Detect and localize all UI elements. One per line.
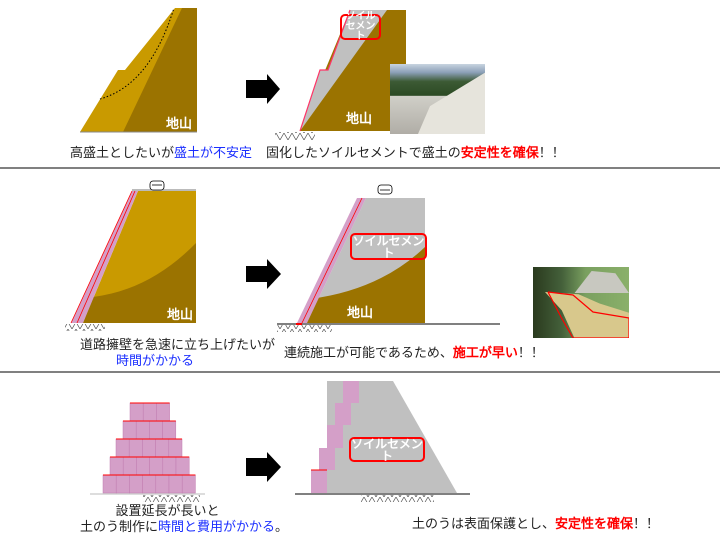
arrow-right-icon — [246, 452, 281, 482]
unstable-embankment-diagram — [80, 7, 197, 133]
caption: 高盛土としたいが盛土が不安定 — [70, 146, 252, 162]
natural-ground-label: 地山 — [346, 112, 373, 127]
sandbag — [168, 474, 183, 494]
soil-cement-wall-diagram — [277, 184, 500, 332]
sandbag-stack-diagram — [102, 402, 196, 494]
caption-highlight: 時間がかかる — [115, 354, 194, 369]
caption: 道路擁壁を急速に立ち上げたいが 時間がかかる — [80, 338, 276, 370]
caption: 固化したソイルセメントで盛土の安定性を確保！！ — [266, 146, 565, 162]
soil-cement-label: ソイルセメント — [349, 437, 425, 462]
sandbag — [142, 402, 157, 422]
caption-text: ！！ — [517, 346, 544, 361]
sandbag — [162, 456, 177, 476]
sandbag — [135, 420, 150, 440]
car-icon — [377, 184, 393, 195]
sandbag — [155, 438, 170, 458]
caption-highlight: 盛土が不安定 — [174, 146, 253, 161]
sandbag — [122, 420, 137, 440]
caption: 設置延長が長いと 土のう制作に時間と費用がかかる。 — [80, 504, 288, 536]
construction-site-photo — [533, 267, 629, 338]
caption-text: 土のうは表面保護とし、 — [412, 517, 556, 532]
caption-text: 。 — [275, 520, 289, 535]
caption-text: 設置延長が長いと — [115, 504, 220, 519]
caption-text: 連続施工が可能であるため、 — [284, 346, 453, 361]
soil-cement-slope-photo — [390, 64, 485, 134]
caption-text: 土のう制作に — [80, 520, 159, 535]
caption: 連続施工が可能であるため、施工が早い！！ — [284, 346, 544, 362]
caption-text: 固化したソイルセメントで盛土の — [266, 146, 461, 161]
sandbag — [142, 438, 156, 458]
natural-ground-label: 地山 — [167, 308, 194, 323]
sandbag — [155, 474, 170, 494]
sandbag — [115, 474, 130, 494]
sandbag — [149, 456, 164, 476]
caption-highlight: 施工が早い — [452, 346, 518, 361]
sandbag — [142, 474, 157, 494]
sandbag — [136, 456, 150, 476]
caption-highlight: 時間と費用がかかる — [158, 520, 276, 535]
natural-ground-label: 地山 — [347, 306, 374, 321]
sandbag — [122, 456, 137, 476]
sandbag — [149, 420, 163, 440]
soil-cement-label: ソイル セメント — [340, 11, 381, 42]
label-line: ソイル — [345, 11, 376, 22]
sandbag — [102, 474, 117, 494]
soil-cement-label: ソイルセメント — [350, 233, 427, 260]
soil-cement-embankment-diagram — [275, 9, 406, 140]
natural-ground-label: 地山 — [166, 117, 193, 132]
sandbag — [162, 420, 177, 440]
caption: 土のうは表面保護とし、安定性を確保！！ — [412, 517, 659, 533]
sandbag — [129, 402, 144, 422]
sandbag — [128, 438, 143, 458]
caption-text: ！！ — [633, 517, 660, 532]
arrow-right-icon — [246, 74, 280, 104]
sandbag — [115, 438, 130, 458]
car-icon — [149, 180, 165, 191]
sandbag — [175, 456, 190, 476]
caption-text: ！！ — [538, 146, 565, 161]
sandbag — [181, 474, 196, 494]
sandbag — [156, 402, 170, 422]
label-line: セメント — [345, 21, 376, 42]
caption-text: 高盛土としたいが — [70, 146, 175, 161]
caption-highlight: 安定性を確保 — [460, 146, 539, 161]
caption-text: 道路擁壁を急速に立ち上げたいが — [80, 338, 276, 353]
sandbag — [129, 474, 143, 494]
sandbag — [109, 456, 124, 476]
caption-highlight: 安定性を確保 — [555, 517, 634, 532]
sandbag — [168, 438, 183, 458]
road-retaining-wall-diagram — [65, 180, 196, 331]
arrow-right-icon — [246, 259, 281, 289]
slip-surface-line — [99, 7, 175, 100]
